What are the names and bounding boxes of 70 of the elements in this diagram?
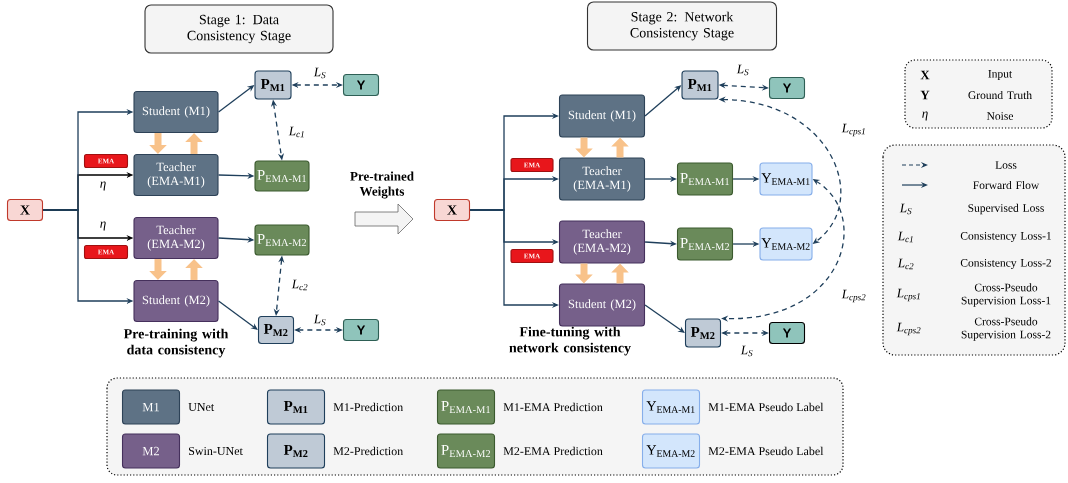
swatch-caption: M2-Prediction <box>333 446 403 456</box>
ema-prediction-box: P$_{EMA-M1}$ <box>254 160 310 192</box>
model-box: Student (M2) <box>558 283 646 327</box>
prediction-box: P$_{M1}$ <box>254 70 292 100</box>
caption-text: Pre-training with data consistency <box>123 328 229 358</box>
legend-symbol: L$_{S}$ <box>899 203 912 215</box>
edge-label: L$_{S}$ <box>312 313 328 327</box>
legend-label: Forward Flow <box>973 180 1040 190</box>
swatch-caption: M1-Prediction <box>333 402 403 412</box>
model-box: Teacher (EMA-M1) <box>558 157 646 201</box>
legend-label: Ground Truth <box>968 90 1032 100</box>
ground-truth-box: Y <box>768 76 806 100</box>
pseudo-label-box: Y$_{EMA-M1}$ <box>759 162 813 196</box>
legend-label: Supervised Loss <box>968 203 1044 215</box>
arrow <box>721 329 769 337</box>
edge-label: η <box>98 180 108 192</box>
edge-label: L$_{cps2}$ <box>840 288 868 304</box>
edge-label: L$_{c2}$ <box>290 278 310 292</box>
ema-prediction-box: P$_{EMA-M2}$ <box>676 227 734 261</box>
legend-symbol: L$_{cps2}$ <box>896 322 921 336</box>
swatch-caption: Swin-UNet <box>189 446 243 456</box>
pseudo-label-box: Y$_{EMA-M2}$ <box>759 227 813 261</box>
caption-text: Fine-tuning with network consistency <box>509 326 631 356</box>
stage-heading-box: Stage 1: Data Consistency Stage <box>144 4 334 54</box>
swatch-caption: M2-EMA Pseudo Label <box>708 446 824 456</box>
arrow <box>721 179 845 322</box>
edge-label: L$_{S}$ <box>312 66 328 80</box>
legend-label: Consistency Loss-2 <box>960 258 1052 270</box>
model-box: Teacher (EMA-M2) <box>558 220 646 264</box>
arrow <box>217 300 258 330</box>
prediction-box: P$_{M1}$ <box>681 70 719 100</box>
legend-label: Consistency Loss-1 <box>960 231 1051 243</box>
legend-symbol: η <box>922 111 928 121</box>
swatch-caption: M1-EMA Prediction <box>503 402 603 412</box>
model-box: Student (M1) <box>558 94 646 138</box>
legend-symbol: L$_{c1}$ <box>897 231 913 243</box>
model-box: Teacher (EMA-M1) <box>133 153 219 197</box>
legend-label: Noise <box>986 112 1013 120</box>
model-box: Student (M2) <box>133 279 219 323</box>
swatch-caption: M1-EMA Pseudo Label <box>708 402 824 412</box>
edge-label: η <box>98 220 108 232</box>
legend-symbol: L$_{cps1}$ <box>896 288 920 302</box>
edge-label: L$_{cps1}$ <box>840 122 868 138</box>
legend-symbol: L$_{c2}$ <box>897 258 914 270</box>
ground-truth-box: Y <box>342 73 380 97</box>
legend-label: Cross-Pseudo Supervision Loss-2 <box>961 317 1051 341</box>
edge-label: L$_{S}$ <box>739 344 755 358</box>
legend-label: Loss <box>995 161 1017 169</box>
prediction-box: P$_{M2}$ <box>684 318 722 348</box>
ground-truth-box: Y <box>342 318 380 342</box>
stage-heading-box: Stage 2: Network Consistency Stage <box>586 1 778 51</box>
legend-symbol: Y <box>920 90 930 100</box>
model-box: Teacher (EMA-M2) <box>133 216 219 260</box>
model-box: Student (M1) <box>133 90 219 134</box>
swatch-caption: UNet <box>188 403 215 411</box>
edge-label: L$_{S}$ <box>735 63 751 77</box>
input-box: X <box>433 198 471 222</box>
legend-label: Cross-Pseudo Supervision Loss-1 <box>961 283 1051 307</box>
arrow <box>294 326 343 334</box>
legend-symbol: X <box>920 70 930 80</box>
swatch-caption: M2-EMA Prediction <box>503 446 603 456</box>
arrow <box>644 304 685 333</box>
ground-truth-box: Y <box>768 321 806 345</box>
legend-label: Input <box>988 70 1013 80</box>
input-box: X <box>6 198 44 222</box>
ema-prediction-box: P$_{EMA-M1}$ <box>676 162 734 196</box>
caption-text: Pre-trained Weights <box>350 171 414 199</box>
edge-label: L$_{c1}$ <box>287 125 307 139</box>
prediction-box: P$_{M2}$ <box>257 315 295 345</box>
ema-prediction-box: P$_{EMA-M2}$ <box>254 224 310 256</box>
